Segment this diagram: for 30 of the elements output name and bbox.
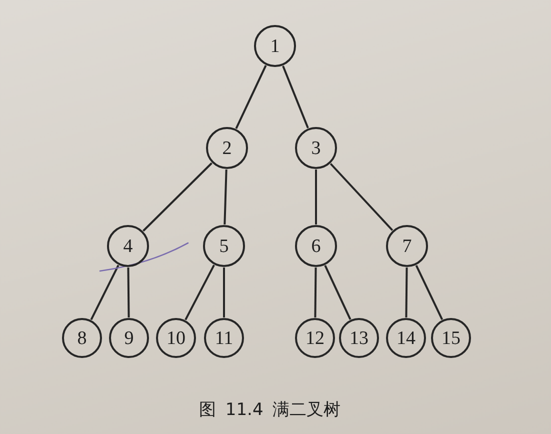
- node-circle: 4: [107, 225, 149, 267]
- node-circle: 8: [62, 318, 102, 358]
- edge-line: [224, 169, 228, 225]
- node-circle: 2: [206, 127, 248, 169]
- edge-line: [330, 163, 394, 231]
- edge-line: [405, 267, 408, 318]
- edge-line: [223, 268, 225, 318]
- node-circle: 5: [203, 225, 245, 267]
- edge-line: [314, 267, 317, 318]
- node-circle: 9: [109, 318, 149, 358]
- edge-line: [324, 265, 352, 320]
- node-circle: 3: [295, 127, 337, 169]
- node-circle: 14: [386, 318, 426, 358]
- node-circle: 6: [295, 225, 337, 267]
- edge-line: [315, 170, 317, 224]
- edge-line: [235, 65, 267, 129]
- caption: 图 11.4 满二叉树: [199, 400, 341, 420]
- edge-line: [415, 264, 444, 320]
- node-circle: 10: [156, 318, 196, 358]
- edge-line: [127, 267, 130, 318]
- node-circle: 12: [295, 318, 335, 358]
- edge-line: [282, 66, 309, 128]
- node-circle: 15: [431, 318, 471, 358]
- node-circle: 13: [339, 318, 379, 358]
- edge-line: [184, 264, 215, 320]
- edge-line: [142, 162, 212, 232]
- node-circle: 1: [254, 25, 296, 67]
- edge-line: [90, 264, 120, 320]
- node-circle: 7: [386, 225, 428, 267]
- node-circle: 11: [204, 318, 244, 358]
